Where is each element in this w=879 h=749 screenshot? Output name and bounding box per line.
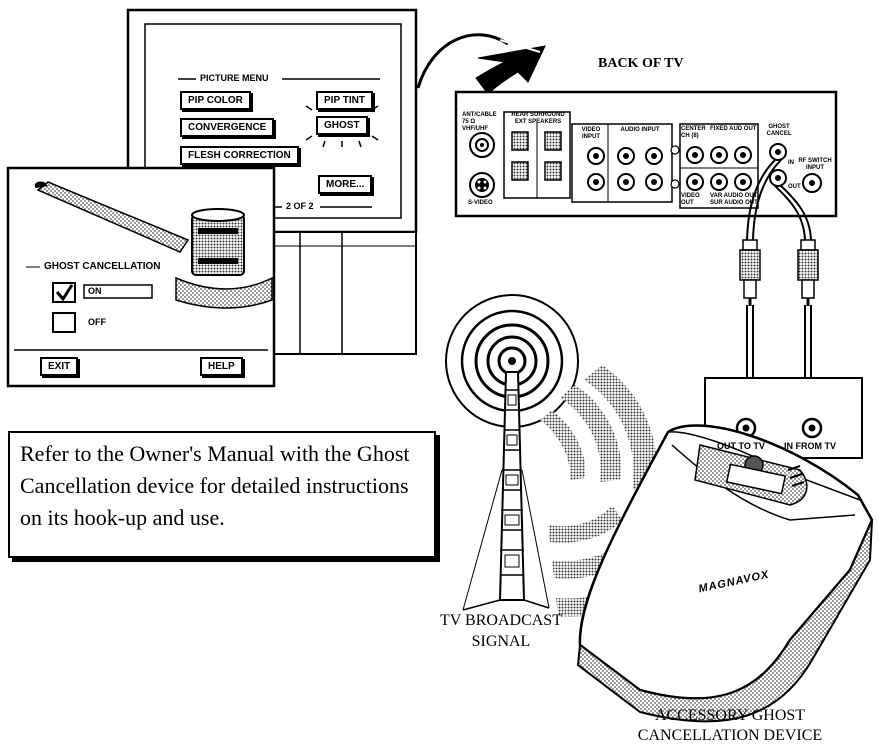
var-audio-label: VAR AUDIO OUT	[710, 193, 758, 199]
audio-input-label: AUDIO INPUT	[620, 127, 660, 133]
option-off-label[interactable]: OFF	[88, 317, 106, 327]
rf-switch-label: RF SWITCH INPUT	[798, 158, 832, 171]
ghost-menu-title: GHOST CANCELLATION	[44, 261, 161, 272]
video-input-label: VIDEO INPUT	[581, 127, 601, 140]
option-on-label[interactable]: ON	[88, 286, 102, 296]
video-out-label: VIDEO OUT	[681, 193, 700, 206]
exit-button[interactable]: EXIT	[40, 357, 79, 376]
ghost-button[interactable]: GHOST	[316, 116, 368, 135]
antenna-tower	[462, 371, 550, 611]
center-label: CENTER CH (8)	[681, 126, 706, 139]
rca-plug-right	[797, 239, 819, 306]
pip-tint-button[interactable]: PIP TINT	[316, 91, 373, 110]
pip-color-button[interactable]: PIP COLOR	[180, 91, 251, 110]
svideo-label: S-VIDEO	[468, 200, 493, 206]
back-of-tv-title: BACK OF TV	[598, 56, 684, 71]
antenna-label: ANT/CABLE 75 Ω VHF/UHF	[462, 112, 497, 132]
broadcast-label-line2: SIGNAL	[471, 633, 531, 650]
device-label-line1: ACCESSORY GHOST	[654, 707, 806, 724]
fixed-audio-label: FIXED AUD OUT	[710, 126, 757, 132]
in-from-tv-label: IN FROM TV	[784, 441, 836, 451]
device-label-line2: CANCELLATION DEVICE	[637, 727, 823, 744]
help-button[interactable]: HELP	[200, 357, 243, 376]
rear-surround-label: REAR SURROUND EXT SPEAKERS	[511, 112, 565, 125]
convergence-button[interactable]: CONVERGENCE	[180, 118, 275, 137]
ghost-out-label: OUT	[788, 184, 801, 190]
ghost-in-label: IN	[788, 160, 794, 166]
ghost-cancel-label: GHOST CANCEL	[766, 124, 792, 137]
out-to-tv-label: OUT TO TV	[717, 441, 765, 451]
ghost-cancellation-device	[576, 424, 874, 723]
rca-plug-left	[739, 239, 761, 306]
curved-arrow-icon	[416, 33, 546, 95]
sur-audio-label: SUR AUDIO OUT	[710, 200, 758, 206]
back-panel	[454, 90, 838, 218]
gavel-icon	[34, 181, 273, 309]
page-indicator: 2 OF 2	[286, 201, 314, 211]
flesh-correction-button[interactable]: FLESH CORRECTION	[180, 146, 299, 165]
ghost-menu-box	[6, 166, 276, 388]
owners-manual-note: Refer to the Owner's Manual with the Gho…	[8, 431, 436, 558]
picture-menu-title: PICTURE MENU	[200, 73, 269, 83]
broadcast-label-line1: TV BROADCAST	[440, 612, 562, 629]
more-button[interactable]: MORE...	[318, 175, 373, 194]
